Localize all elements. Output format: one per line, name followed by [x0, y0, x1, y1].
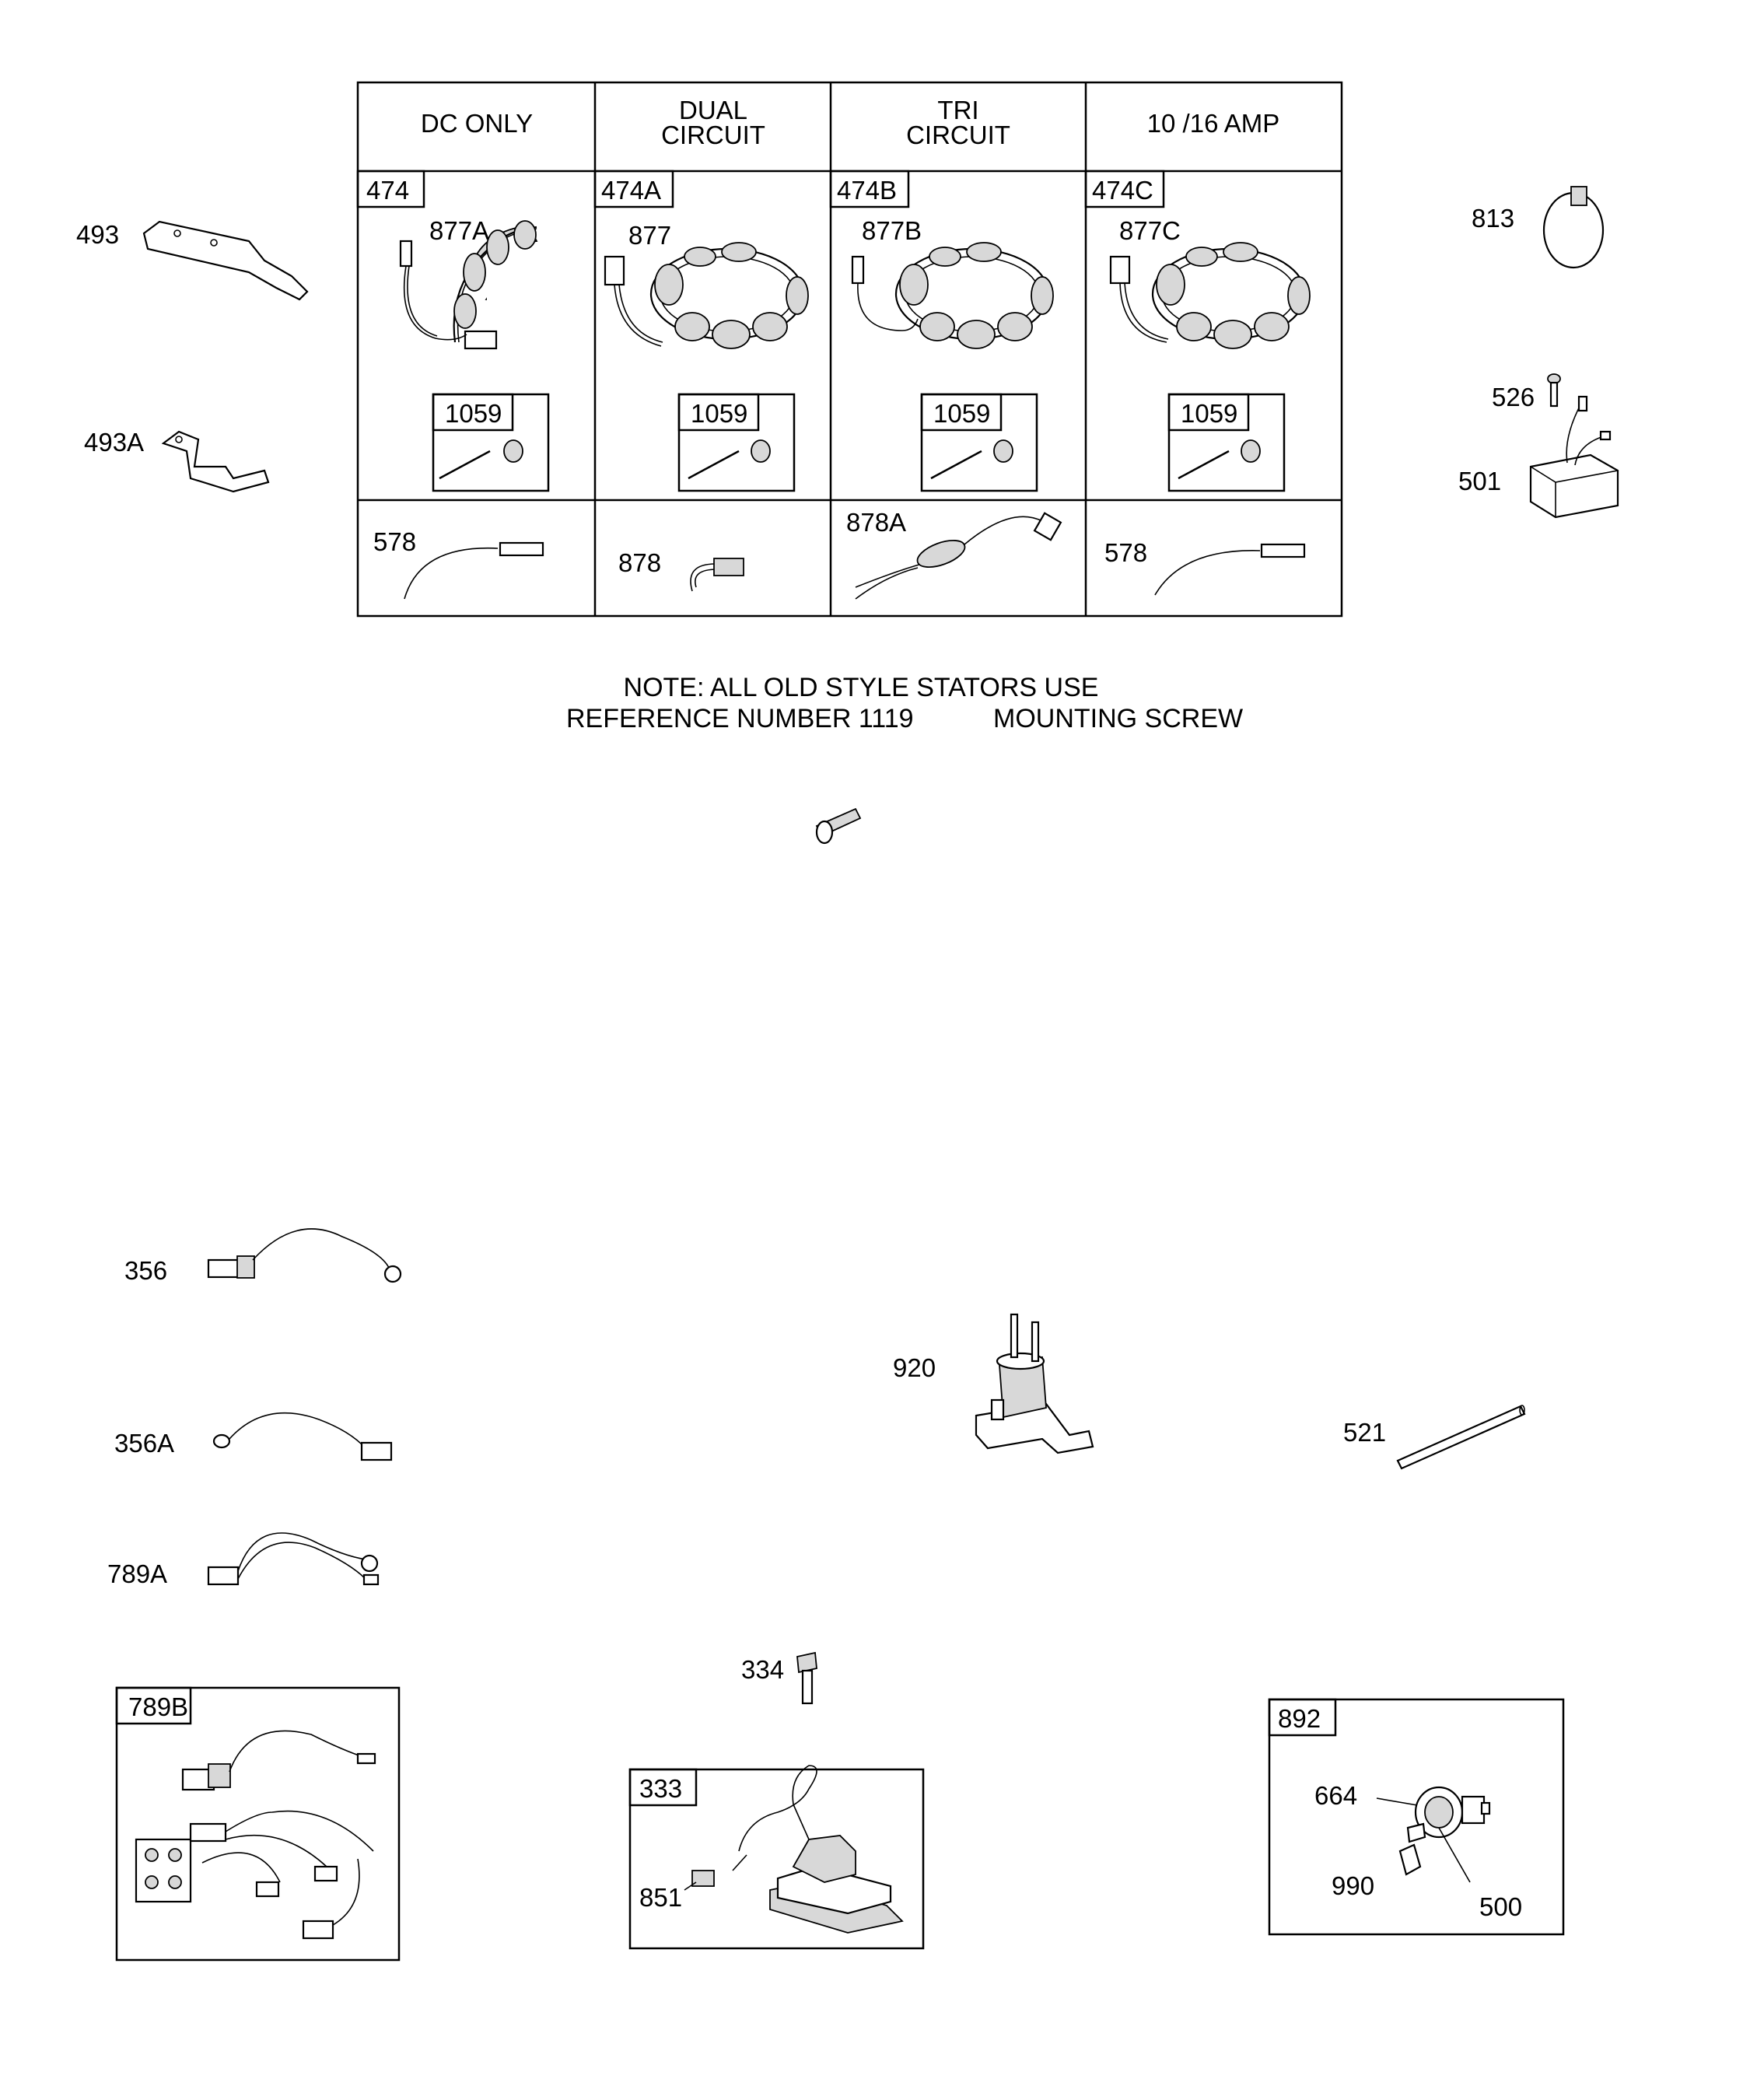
kit-474a: 474A: [601, 176, 661, 205]
harness-878-label: 878: [618, 548, 661, 577]
screw-kit-label: 1059: [933, 399, 990, 428]
screw-icon: [1547, 373, 1561, 408]
wire-harness-icon: [207, 1532, 380, 1586]
kit-474b: 474B: [837, 176, 897, 205]
table-border: [356, 81, 1343, 618]
note-line-2-reference: REFERENCE NUMBER 1119: [566, 704, 914, 733]
wire-harness-icon: [404, 541, 544, 600]
kit-box: [1084, 170, 1165, 208]
stator-ring-icon: [851, 242, 1054, 349]
kit-474c: 474C: [1092, 176, 1153, 205]
kit-box: [593, 170, 674, 208]
note-line-1: NOTE: ALL OLD STYLE STATORS USE: [624, 673, 1099, 702]
bolt-icon: [796, 1651, 817, 1705]
bracket-icon: [142, 220, 309, 301]
screw-kit-box: 1059: [432, 393, 550, 492]
part-333-label: 333: [639, 1774, 682, 1803]
screw-kit-label: 1059: [445, 399, 502, 428]
wire-harness-icon: [1154, 543, 1306, 596]
mounting-screw-icon: [815, 807, 862, 845]
hose-clamp-icon: [1542, 186, 1605, 269]
stator-877b-label: 877B: [862, 216, 922, 245]
part-493-label: 493: [76, 220, 119, 249]
header-dc-only: DC ONLY: [421, 109, 533, 138]
bracket-icon: [161, 430, 270, 493]
header-tri: TRI: [937, 96, 978, 124]
screw-kit-box: 1059: [920, 393, 1038, 492]
kit-box-892: 892 664 990 500: [1268, 1698, 1565, 1936]
part-356-label: 356: [124, 1256, 167, 1285]
part-664-label: 664: [1314, 1781, 1357, 1810]
harness-878a-label: 878A: [846, 508, 906, 537]
part-851-label: 851: [639, 1883, 682, 1912]
header-dual: DUAL: [679, 96, 747, 124]
stator-ring-icon: [604, 242, 809, 349]
part-526-label: 526: [1492, 383, 1535, 411]
wire-lead-icon: [212, 1412, 393, 1461]
part-789b-label: 789B: [128, 1692, 188, 1721]
solenoid-icon: [975, 1313, 1094, 1454]
ground-wire-icon: [207, 1228, 402, 1283]
part-920-label: 920: [893, 1353, 936, 1382]
kit-box-333: 333 851: [628, 1765, 925, 1950]
screw-kit-label: 1059: [1181, 399, 1237, 428]
tube-icon: [1396, 1405, 1526, 1470]
harness-578-label: 578: [1104, 538, 1147, 567]
regulator-icon: [1529, 395, 1619, 519]
part-501-label: 501: [1458, 467, 1501, 495]
screw-kit-label: 1059: [691, 399, 747, 428]
screw-kit-box: 1059: [1167, 393, 1286, 492]
part-813-label: 813: [1472, 204, 1514, 233]
part-500-label: 500: [1479, 1892, 1522, 1921]
part-356a-label: 356A: [114, 1429, 174, 1458]
part-493a-label: 493A: [84, 428, 144, 457]
stator-877-label: 877: [628, 221, 671, 250]
harness-578-label: 578: [373, 527, 416, 556]
stator-table: DC ONLY DUAL CIRCUIT TRI CIRCUIT 10 /16 …: [356, 81, 1343, 618]
stator-ring-icon: [1109, 242, 1311, 349]
kit-box: [829, 170, 910, 208]
part-789a-label: 789A: [107, 1559, 167, 1588]
part-990-label: 990: [1332, 1871, 1374, 1900]
wire-harness-icon: [855, 512, 1062, 600]
header-circuit: CIRCUIT: [661, 121, 765, 149]
connector-icon: [690, 558, 744, 592]
kit-474: 474: [366, 176, 409, 205]
kit-box: [356, 170, 425, 208]
screw-kit-box: 1059: [677, 393, 796, 492]
part-892-label: 892: [1278, 1704, 1321, 1733]
kit-box-789b: 789B: [115, 1686, 401, 1962]
part-521-label: 521: [1343, 1418, 1386, 1447]
stator-877c-label: 877C: [1119, 216, 1181, 245]
header-10-16-amp: 10 /16 AMP: [1147, 109, 1280, 138]
header-circuit: CIRCUIT: [906, 121, 1010, 149]
stator-half-icon: [399, 220, 538, 350]
part-334-label: 334: [741, 1655, 784, 1684]
stator-877a-label: 877A: [429, 216, 489, 245]
note-line-2-screw: MOUNTING SCREW: [993, 704, 1243, 733]
